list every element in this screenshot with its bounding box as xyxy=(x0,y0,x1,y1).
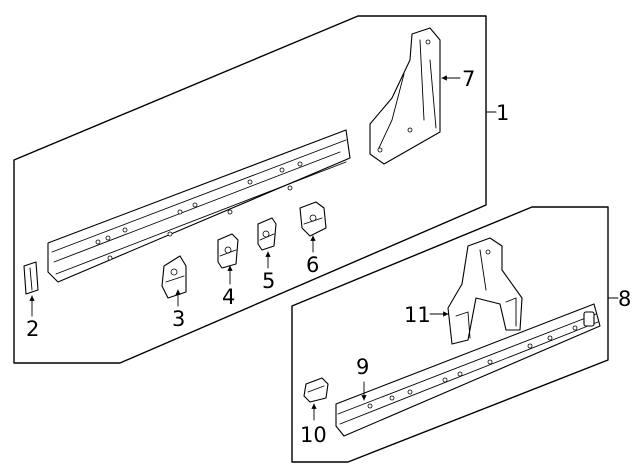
part-9-rocker-panel xyxy=(335,303,601,437)
callout-8: 8 xyxy=(618,287,631,311)
part-5-reinforcement xyxy=(257,217,277,251)
group-1-frame xyxy=(13,15,487,364)
group-8-frame xyxy=(291,206,609,463)
callout-11: 11 xyxy=(404,303,431,327)
callout-7: 7 xyxy=(462,67,475,91)
callout-9: 9 xyxy=(356,355,369,379)
part-10-bracket xyxy=(303,377,329,403)
callout-3: 3 xyxy=(172,307,185,331)
callout-6: 6 xyxy=(306,253,319,277)
callout-10: 10 xyxy=(300,423,327,447)
part-2-bracket xyxy=(23,261,39,295)
part-11-pillar xyxy=(447,237,523,345)
callout-5: 5 xyxy=(262,269,275,293)
callout-2: 2 xyxy=(26,317,39,341)
callout-4: 4 xyxy=(222,285,235,309)
part-6-reinforcement xyxy=(299,201,327,237)
part-4-reinforcement xyxy=(217,233,239,269)
part-3-reinforcement xyxy=(161,255,187,299)
rocker-panel-upper xyxy=(47,129,351,283)
callout-1: 1 xyxy=(496,101,509,125)
part-7-pillar xyxy=(369,27,441,165)
